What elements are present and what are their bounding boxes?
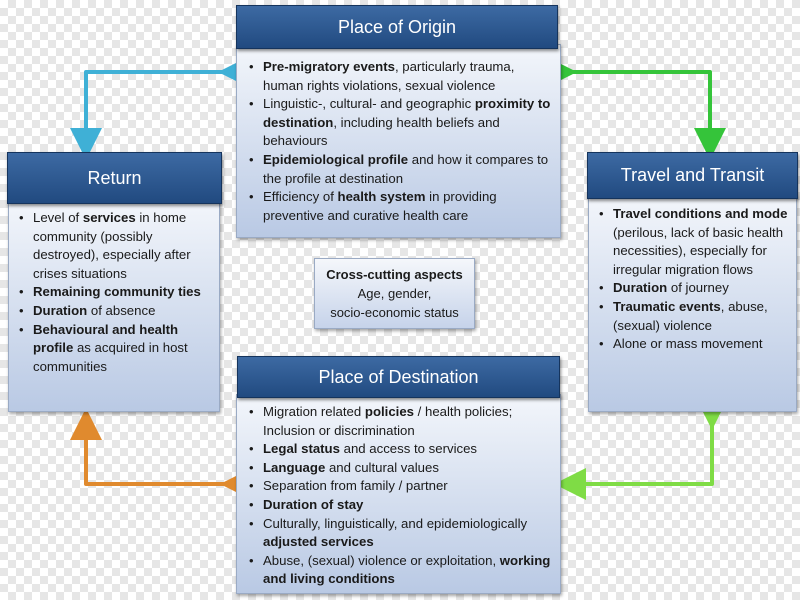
arrow-transit-destination — [554, 398, 728, 500]
cross-cutting-box: Cross-cutting aspects Age, gender, socio… — [314, 258, 475, 329]
bullet-item: Epidemiological profile and how it compa… — [249, 151, 552, 188]
bullet-text: Alone or mass movement — [613, 336, 763, 352]
cross-cutting-line-2: socio-economic status — [330, 305, 459, 320]
return-content: Level of services in home community (pos… — [8, 198, 220, 412]
bullet-item: Traumatic events, abuse, (sexual) violen… — [599, 298, 790, 335]
bullet-bold-text: health system — [337, 189, 426, 205]
destination-title: Place of Destination — [237, 356, 560, 398]
bullet-item: Duration of stay — [249, 496, 554, 515]
origin-content: Pre-migratory events, particularly traum… — [236, 44, 561, 238]
bullet-bold-text: Duration of stay — [263, 496, 364, 512]
bullet-item: Behavioural and health profile as acquir… — [19, 321, 213, 377]
bullet-bold-text: Traumatic events — [613, 298, 721, 314]
bullet-bold-text: Language — [263, 459, 326, 475]
bullet-item: Remaining community ties — [19, 283, 213, 302]
bullet-bold-text: Legal status — [263, 441, 340, 457]
bullet-item: Linguistic-, cultural- and geographic pr… — [249, 95, 552, 151]
bullet-text: , including health beliefs and behaviour… — [263, 114, 500, 149]
bullet-item: Migration related policies / health poli… — [249, 403, 554, 440]
transit-title: Travel and Transit — [587, 152, 798, 199]
return-list: Level of services in home community (pos… — [19, 209, 213, 376]
arrow-destination-return — [70, 408, 252, 500]
bullet-item: Travel conditions and mode (perilous, la… — [599, 205, 790, 279]
bullet-text: Level of — [33, 210, 83, 225]
bullet-item: Abuse, (sexual) violence or exploitation… — [249, 552, 554, 589]
bullet-text: Linguistic-, cultural- and geographic — [263, 96, 475, 112]
bullet-text: Separation from family / partner — [263, 478, 448, 494]
bullet-text: and how it compares to the profile at de… — [263, 151, 549, 186]
bullet-item: Language and cultural values — [249, 459, 554, 478]
bullet-bold-text: Pre-migratory events — [263, 59, 395, 74]
bullet-text: of absence — [87, 302, 156, 318]
bullet-bold-text: services — [82, 210, 136, 225]
destination-list: Migration related policies / health poli… — [249, 403, 554, 589]
bullet-item: Separation from family / partner — [249, 477, 554, 496]
bullet-text: Culturally, linguistically, and epidemio… — [263, 515, 528, 531]
origin-list: Pre-migratory events, particularly traum… — [249, 58, 552, 225]
bullet-item: Legal status and access to services — [249, 440, 554, 459]
transit-content: Travel conditions and mode (perilous, la… — [588, 194, 797, 412]
bullet-bold-text: policies — [364, 404, 414, 419]
arrow-origin-transit — [545, 56, 726, 160]
bullet-bold-text: Behavioural and health profile — [33, 321, 179, 356]
bullet-text: Migration related — [263, 404, 365, 419]
return-title: Return — [7, 152, 222, 204]
arrow-origin-return — [70, 56, 250, 160]
bullet-item: Pre-migratory events, particularly traum… — [249, 58, 552, 95]
bullet-bold-text: Remaining community ties — [33, 284, 201, 300]
bullet-bold-text: working and living conditions — [263, 552, 551, 587]
destination-content: Migration related policies / health poli… — [236, 394, 561, 594]
bullet-item: Level of services in home community (pos… — [19, 209, 213, 283]
bullet-bold-text: Travel conditions and mode — [613, 206, 788, 221]
bullet-bold-text: Duration — [33, 302, 88, 318]
bullet-bold-text: Duration — [613, 280, 668, 296]
bullet-text: in providing preventive and curative hea… — [263, 189, 497, 223]
bullet-text: of journey — [667, 280, 729, 296]
bullet-text: , particularly trauma, human rights viol… — [263, 59, 515, 93]
bullet-item: Duration of journey — [599, 279, 790, 298]
cross-cutting-line-1: Age, gender, — [357, 286, 432, 301]
bullet-bold-text: adjusted services — [263, 534, 374, 550]
bullet-text: and access to services — [339, 441, 478, 457]
bullet-bold-text: proximity to destination — [263, 96, 551, 130]
cross-cutting-title: Cross-cutting aspects — [326, 267, 463, 282]
bullet-text: as acquired in host communities — [33, 340, 188, 374]
bullet-text: (perilous, lack of basic health necessit… — [613, 224, 784, 277]
bullet-text: , abuse, (sexual) violence — [613, 298, 768, 333]
bullet-item: Efficiency of health system in providing… — [249, 188, 552, 225]
bullet-text: Abuse, (sexual) violence or exploitation… — [263, 552, 500, 568]
origin-title: Place of Origin — [236, 5, 558, 49]
bullet-item: Culturally, linguistically, and epidemio… — [249, 515, 554, 552]
bullet-text: / health policies; Inclusion or discrimi… — [263, 404, 513, 438]
bullet-text: in home community (possibly destroyed), … — [33, 210, 191, 281]
bullet-bold-text: Epidemiological profile — [263, 151, 409, 167]
bullet-item: Duration of absence — [19, 302, 213, 321]
bullet-item: Alone or mass movement — [599, 335, 790, 354]
bullet-text: and cultural values — [325, 459, 439, 475]
bullet-text: Efficiency of — [263, 189, 338, 205]
transit-list: Travel conditions and mode (perilous, la… — [599, 205, 790, 354]
